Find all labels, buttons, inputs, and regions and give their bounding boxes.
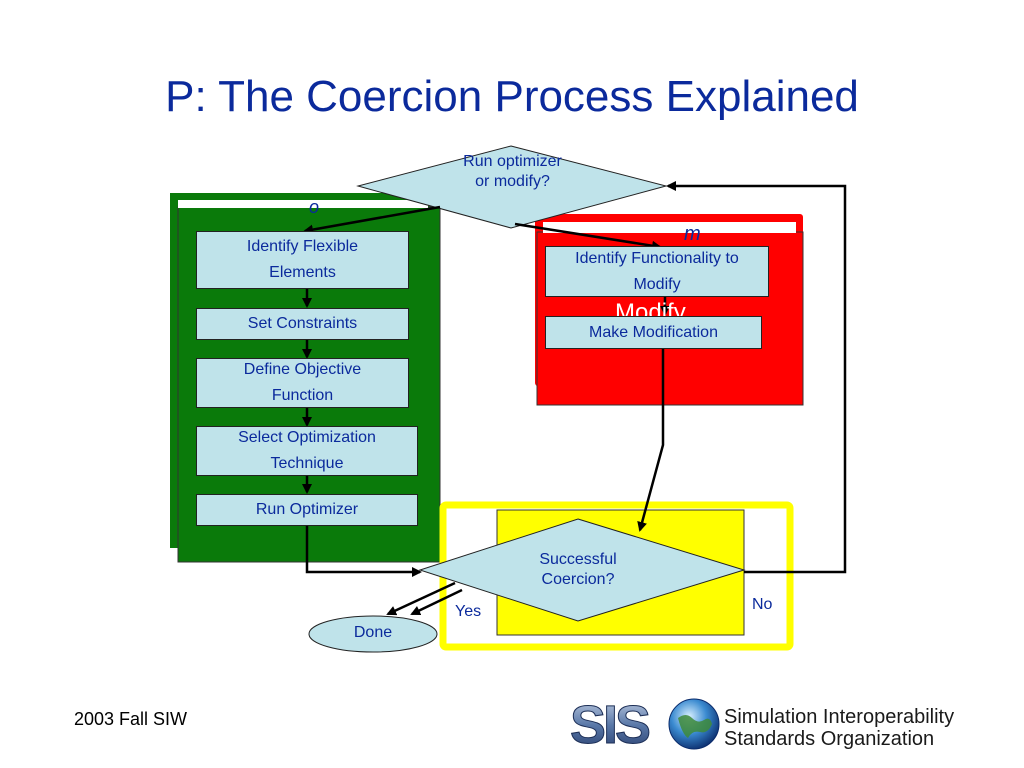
siso-logo-mark: SIS <box>570 695 720 752</box>
siso-acronym-letters: SIS <box>570 695 649 752</box>
decision-successful-coercion-diamond <box>418 518 746 622</box>
step-set-constraints: Set Constraints <box>196 308 409 340</box>
slide-title: P: The Coercion Process Explained <box>165 72 859 121</box>
done-label: Done <box>353 624 393 641</box>
step-run-optimizer: Run Optimizer <box>196 494 418 526</box>
step-make-modification: Make Modification <box>545 316 762 349</box>
decision-successful-coercion-text: Successful Coercion? <box>518 550 638 590</box>
step-select-optimization-technique: Select Optimization Technique <box>196 426 418 476</box>
done-terminal-shape <box>308 615 438 653</box>
siso-logo: SIS <box>570 692 990 752</box>
siso-line-1: Simulation Interoperability <box>724 706 955 728</box>
decision-successful-coercion-label: Successful Coercion? <box>539 551 617 588</box>
step-identify-flexible-elements: Identify Flexible Elements <box>196 231 409 289</box>
yes-label: Yes <box>455 603 482 620</box>
step-define-objective-function: Define Objective Function <box>196 358 409 408</box>
modify-panel-label: m <box>684 223 701 245</box>
decision-run-optimizer-label: Run optimizer or modify? <box>463 153 562 190</box>
step-identify-functionality: Identify Functionality to Modify <box>545 246 769 297</box>
siso-line-2: Standards Organization <box>724 728 935 750</box>
footer-text: 2003 Fall SIW <box>74 709 188 729</box>
decision-run-optimizer-diamond <box>356 145 668 229</box>
siso-wordmark: Simulation Interoperability Standards Or… <box>724 706 954 750</box>
no-label: No <box>752 596 773 613</box>
decision-run-optimizer-text: Run optimizer or modify? <box>455 152 570 192</box>
optimizer-panel-label: o <box>309 197 320 217</box>
